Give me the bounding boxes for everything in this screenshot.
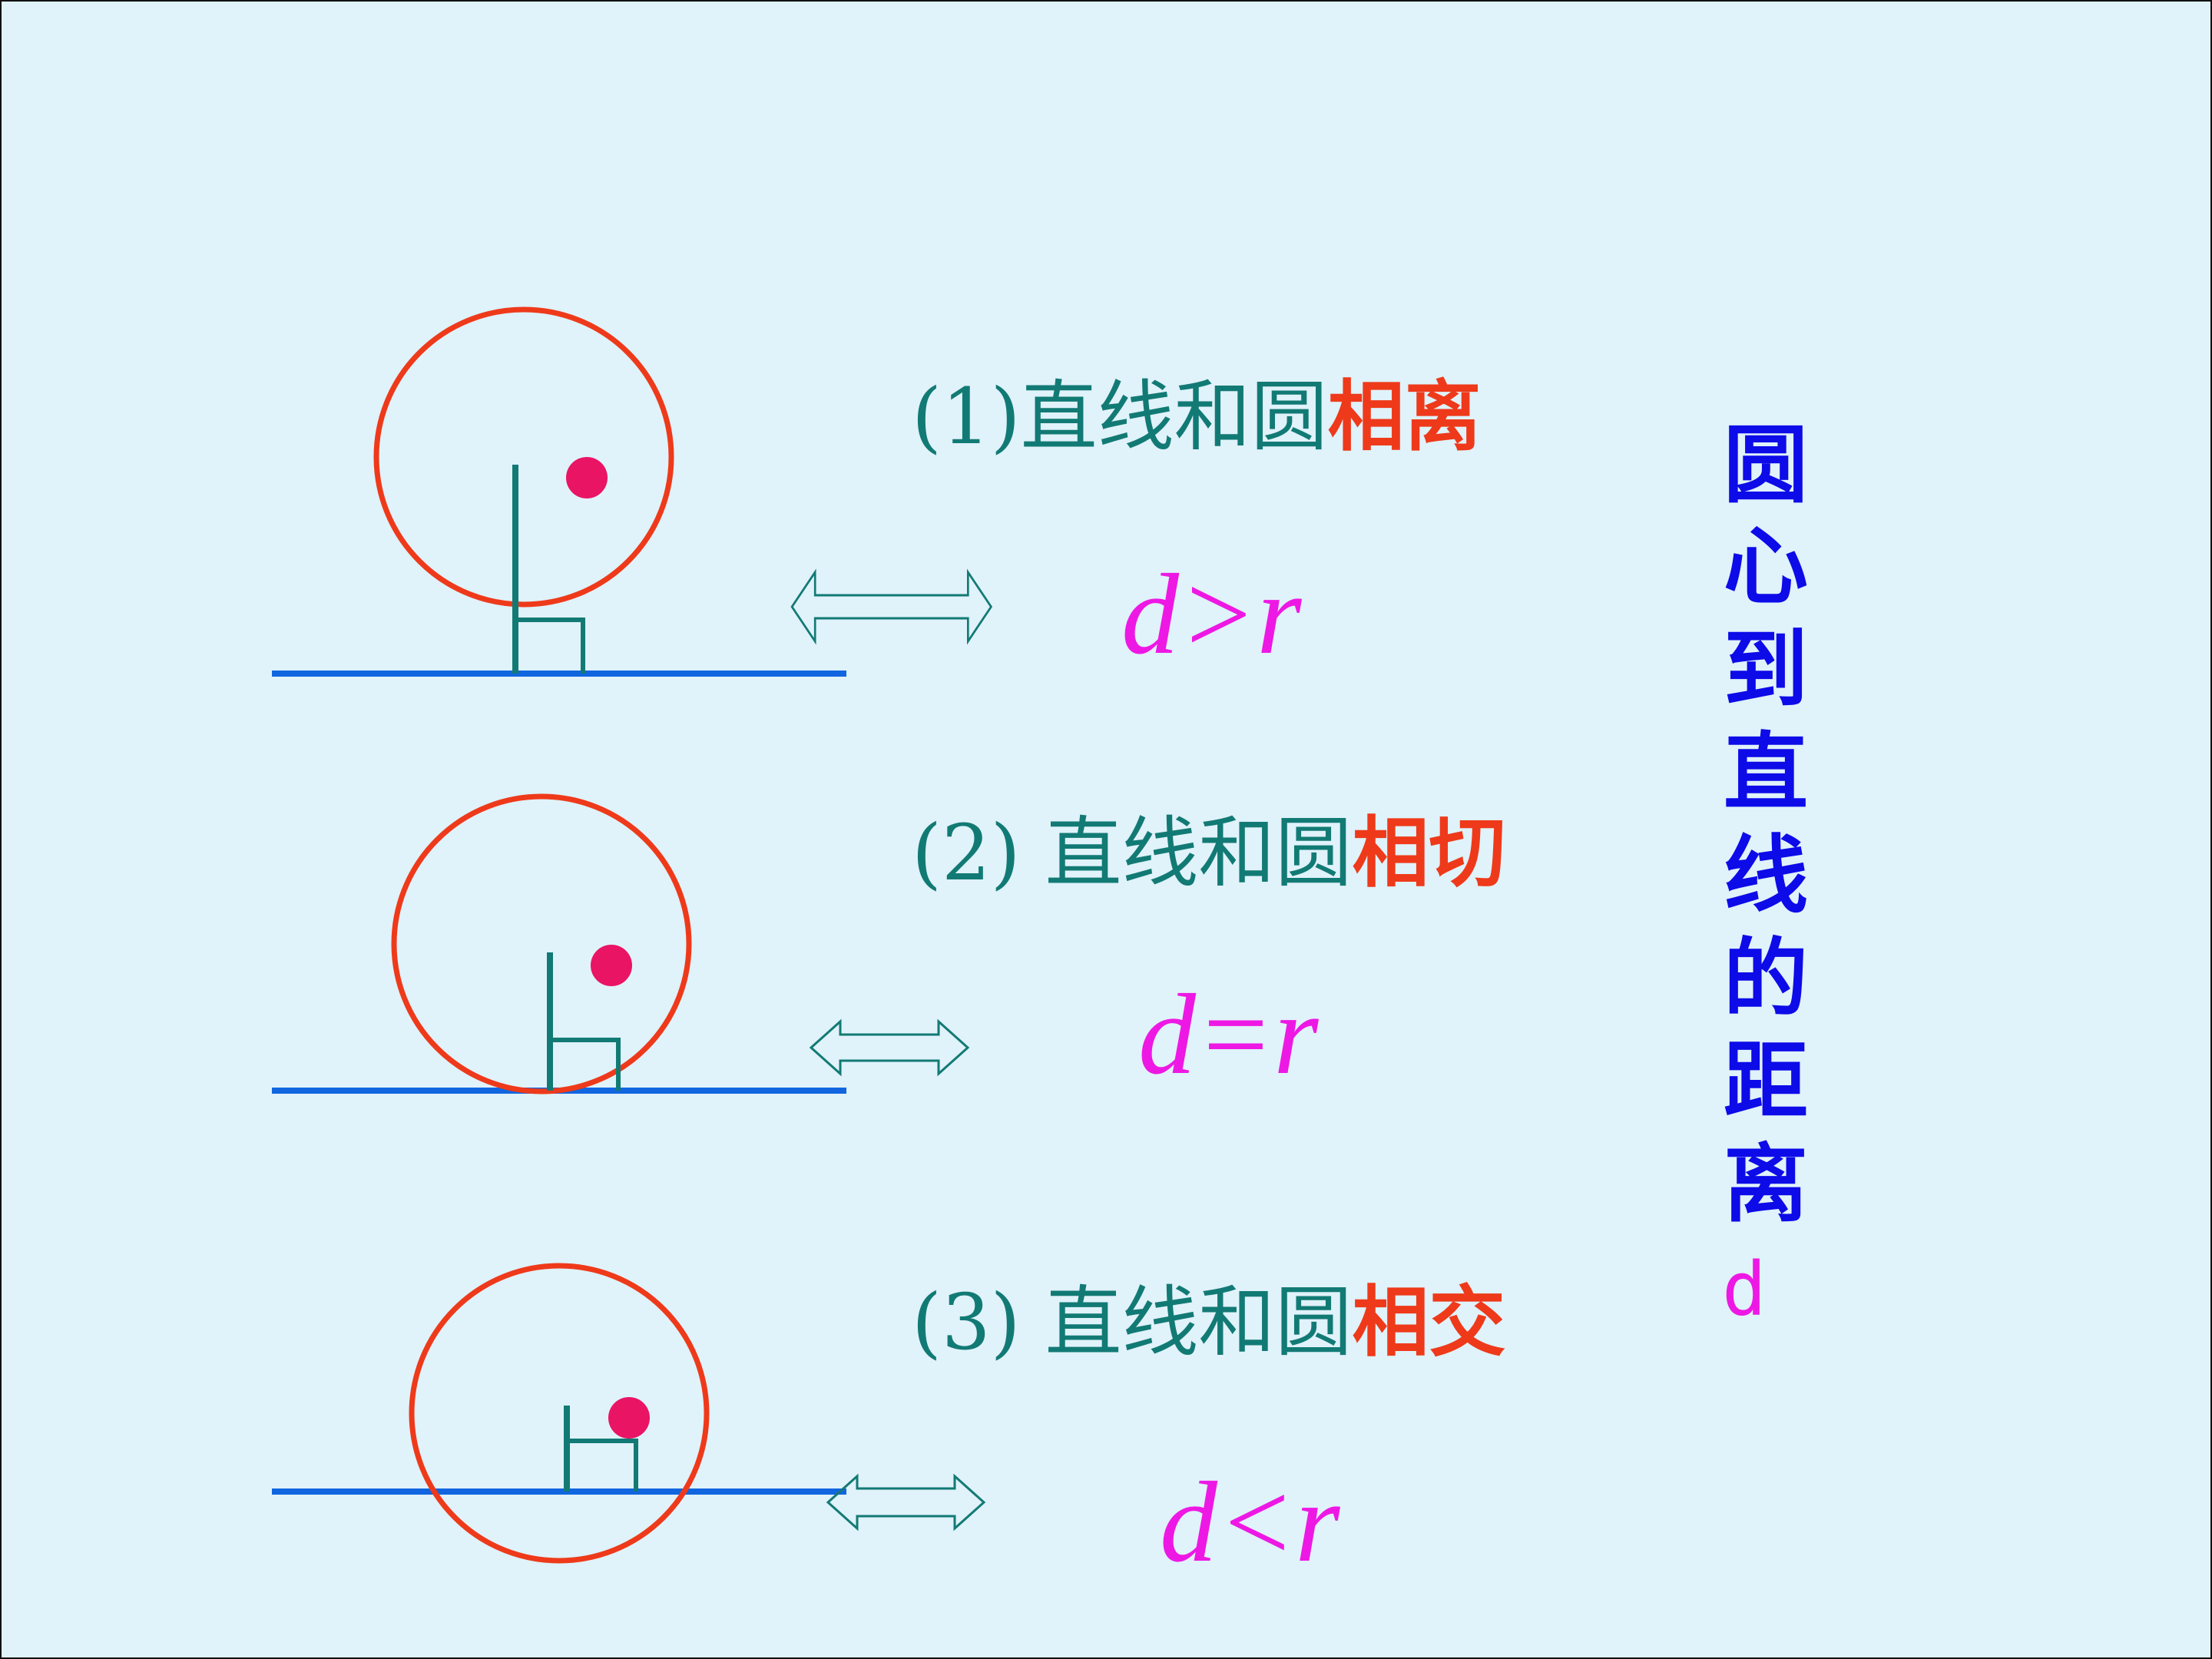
double-arrow-icon [826,1473,986,1532]
case-3-label: (3) 直线和圆相交 [912,1277,1505,1367]
vertical-title-char: 圆 [1724,416,1808,515]
case-1-label: (1)直线和圆相离 [912,372,1482,462]
formula-3: d<r [1160,1459,1340,1586]
center-dot [591,945,632,986]
circle [373,306,674,608]
double-arrow-icon [809,1018,970,1077]
case-3-relation: 相交 [1352,1277,1505,1367]
vertical-title-char: 的 [1724,929,1808,1028]
vertical-title: 圆 心 到 直 线 的 距 离 d [1722,416,1808,1333]
formula-1: d>r [1121,551,1302,678]
case-3-prefix: (3) 直线和圆 [912,1277,1352,1367]
case-3-figure [272,1263,846,1564]
center-dot [608,1397,650,1439]
case-1-prefix: (1)直线和圆 [912,372,1328,462]
vertical-title-char: 直 [1724,724,1808,822]
vertical-title-char: 离 [1724,1135,1808,1233]
case-1-relation: 相离 [1328,372,1482,462]
vertical-title-char: 到 [1724,621,1808,719]
case-2-figure [272,793,846,1094]
right-angle-mark [515,618,585,674]
double-arrow-icon [790,568,993,645]
vertical-title-char: 线 [1724,826,1808,925]
case-2-label: (2) 直线和圆相切 [912,808,1505,898]
distance-symbol: d [1722,1247,1767,1333]
vertical-title-char: 距 [1724,1032,1808,1131]
formula-2: d=r [1138,971,1319,1098]
case-1-figure [272,306,846,677]
case-2-prefix: (2) 直线和圆 [912,808,1352,898]
center-dot [566,457,608,498]
right-angle-mark [567,1439,638,1492]
circle [391,793,692,1094]
case-2-relation: 相切 [1352,808,1505,898]
right-angle-mark [550,1038,621,1091]
circle [409,1263,710,1564]
vertical-title-char: 心 [1724,518,1808,616]
